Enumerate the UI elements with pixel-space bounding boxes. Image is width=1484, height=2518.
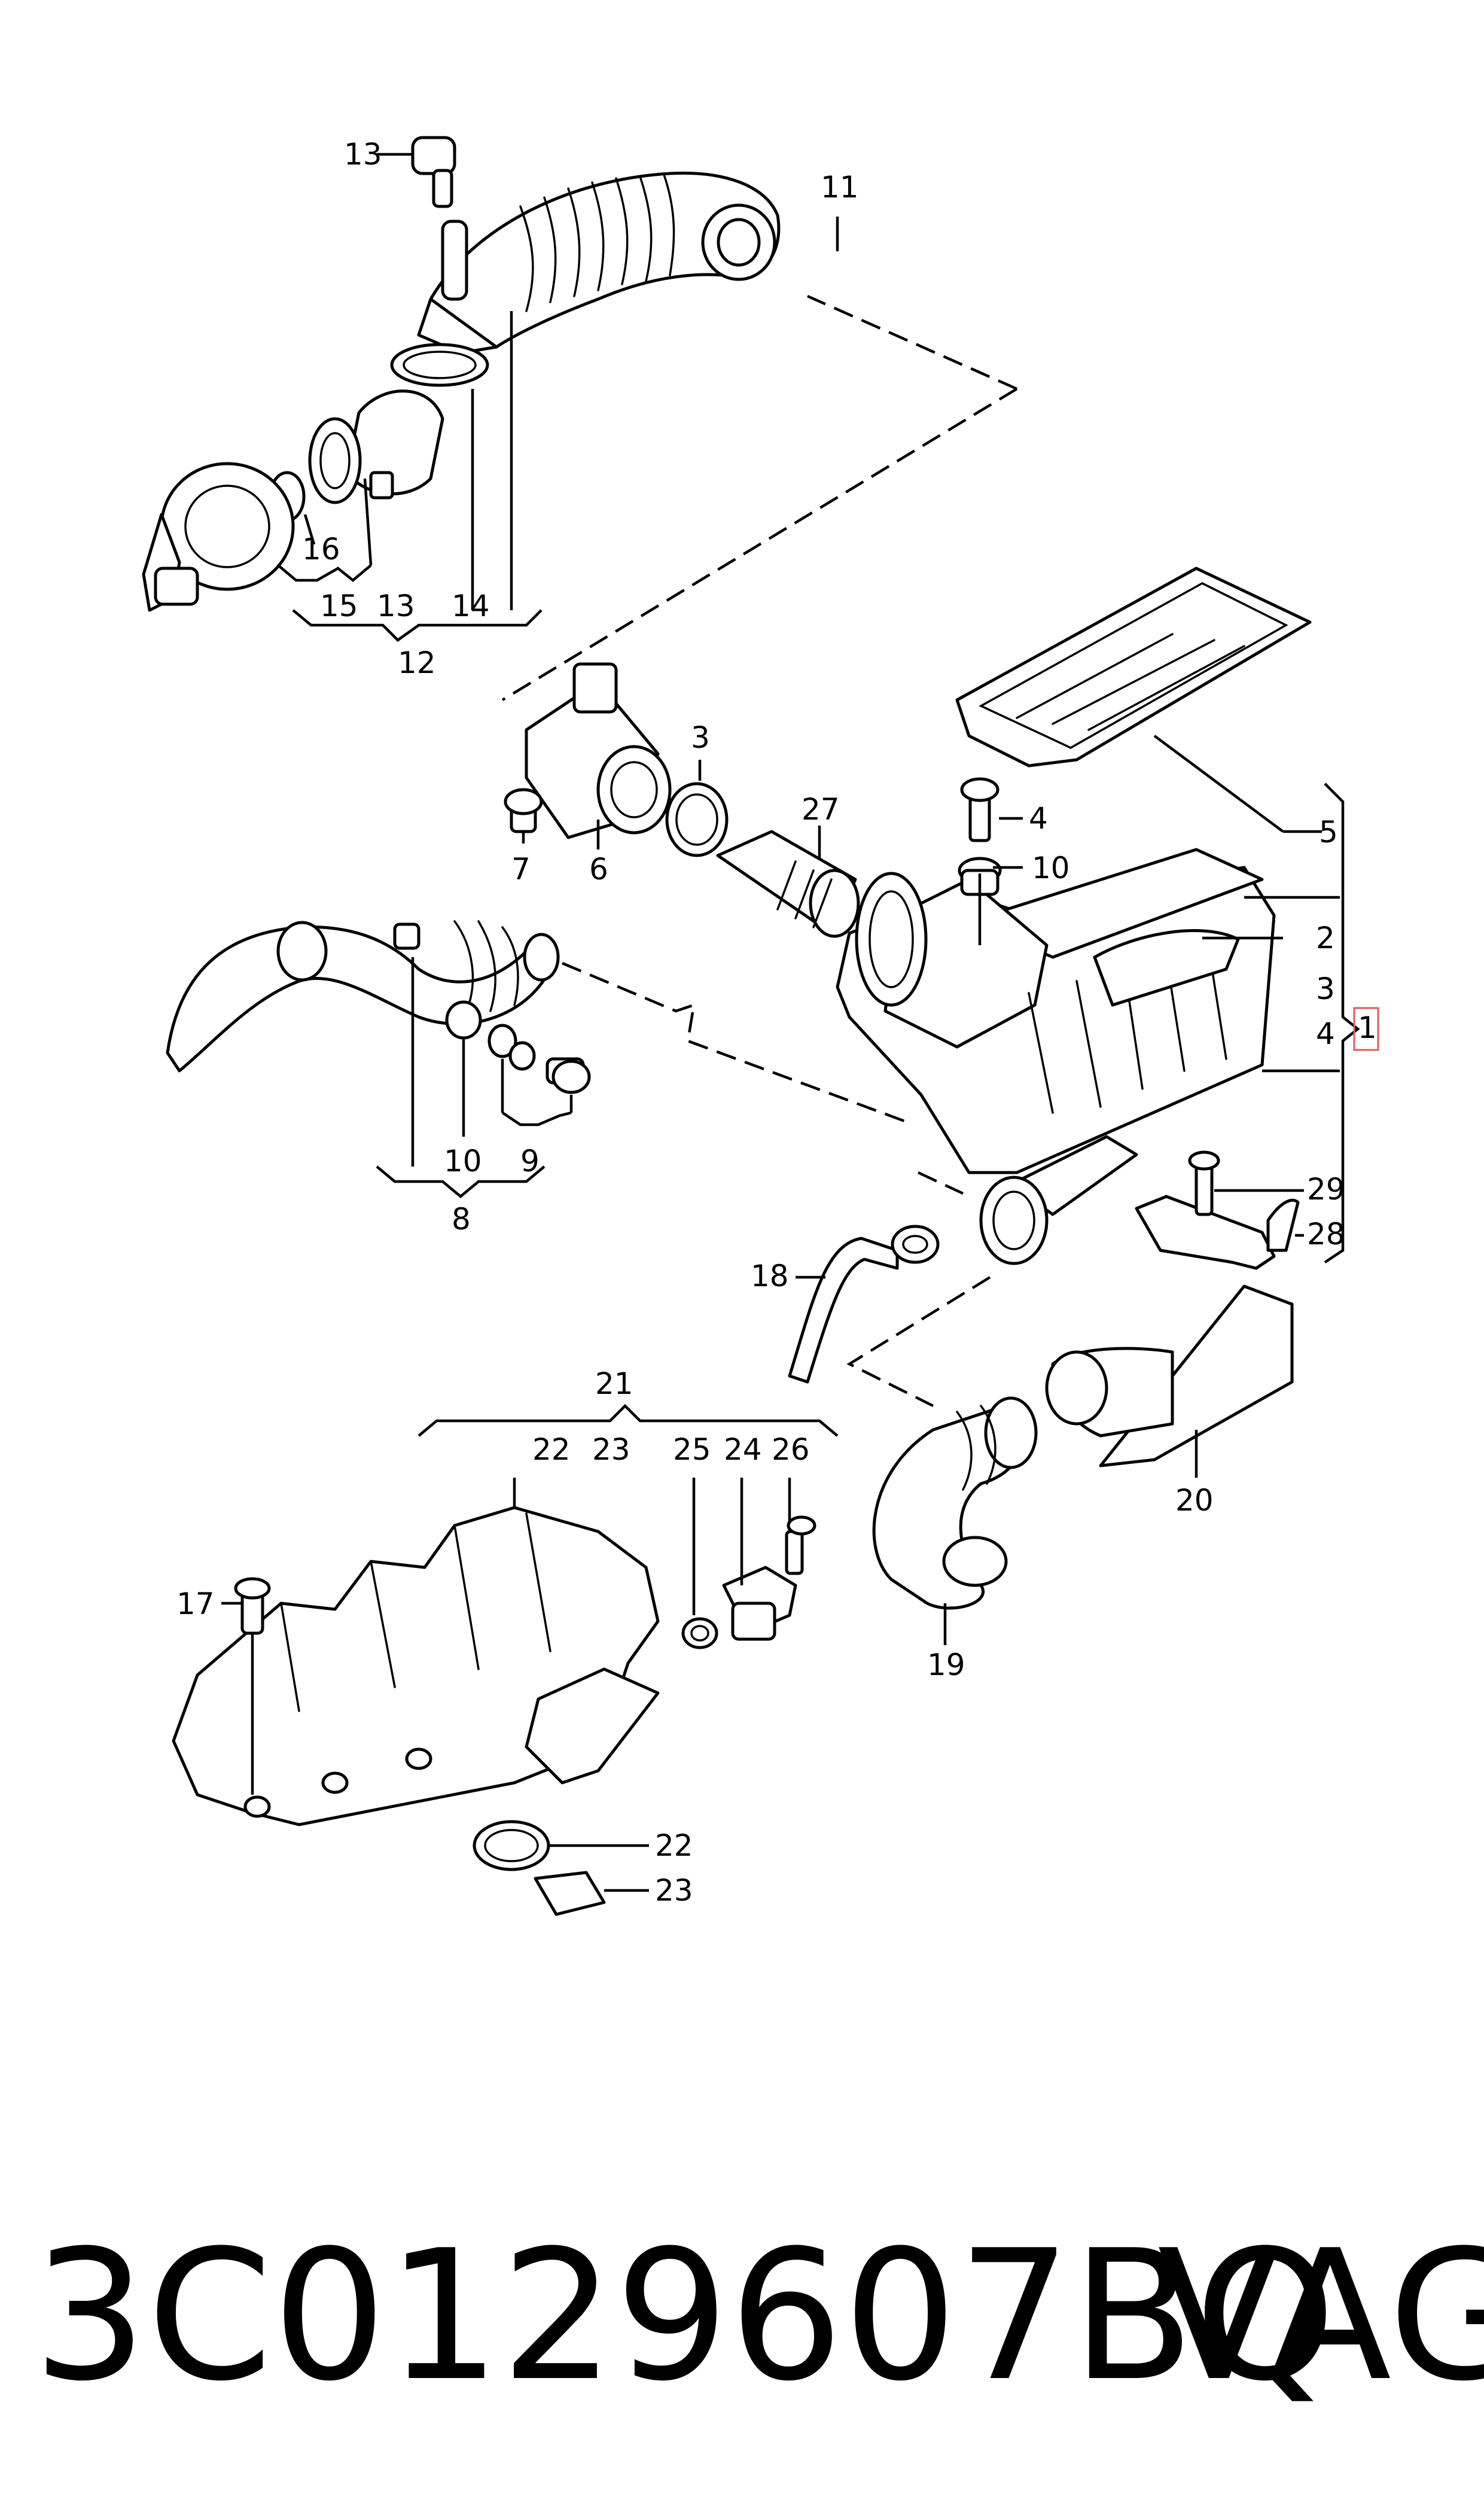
intake-hose-group (166, 920, 591, 1094)
maf-sensor-group (504, 662, 860, 938)
callout-22: 22 (532, 1432, 571, 1467)
assembly-dashed-lines (501, 294, 1018, 1408)
callout-4: 4 (1316, 1016, 1335, 1051)
caption: 3C0129607BQ VAG (33, 2212, 1484, 2420)
callout-5: 5 (1319, 815, 1338, 850)
bracket-group (1135, 1150, 1300, 1270)
callout-23: 23 (655, 1873, 693, 1908)
leader-lines (221, 153, 1360, 1892)
air-filter-box (836, 848, 1276, 1265)
turbo-pipe-assembly (142, 136, 781, 612)
callout-29: 29 (1307, 1172, 1345, 1207)
callout-12: 12 (398, 646, 436, 680)
callout-9: 9 (520, 1144, 540, 1179)
callout-3: 3 (691, 720, 710, 755)
callout-28: 28 (1307, 1217, 1345, 1252)
callout-25: 25 (673, 1432, 711, 1467)
callout-10: 10 (1032, 851, 1070, 885)
callout-7: 7 (511, 852, 531, 887)
callout-13: 13 (344, 137, 382, 172)
callout-labels: 13 11 16 15 13 14 12 3 4 5 27 10 7 6 2 3… (176, 137, 1379, 1908)
callout-1: 1 (1358, 1010, 1377, 1045)
callout-6: 6 (589, 852, 608, 887)
callout-27: 27 (802, 792, 840, 827)
callout-1-highlight (1353, 1007, 1379, 1051)
intake-elbow (1045, 1284, 1294, 1467)
brand-label: VAG (1157, 2212, 1484, 2420)
callout-2: 2 (1316, 921, 1335, 955)
callout-4: 4 (1029, 801, 1048, 836)
callout-20: 20 (1175, 1483, 1214, 1518)
callout-16: 16 (302, 532, 340, 567)
callout-15: 15 (320, 589, 358, 623)
callout-11: 11 (821, 170, 859, 205)
hose-19 (872, 1396, 1038, 1610)
air-filter-lid (955, 567, 1312, 768)
callout-18: 18 (751, 1259, 789, 1293)
callout-13: 13 (377, 589, 415, 623)
callout-3: 3 (1316, 972, 1335, 1006)
callout-19: 19 (927, 1648, 965, 1682)
callout-26: 26 (772, 1432, 810, 1467)
callout-24: 24 (724, 1432, 762, 1467)
callout-10: 10 (444, 1144, 482, 1179)
breather-hose (788, 1225, 940, 1384)
callout-8: 8 (452, 1202, 471, 1237)
part-number: 3C0129607BQ (33, 2212, 1336, 2420)
callout-17: 17 (176, 1587, 215, 1621)
callout-14: 14 (452, 589, 490, 623)
callout-21: 21 (595, 1366, 633, 1401)
callout-22: 22 (655, 1828, 693, 1863)
intake-manifold (172, 1506, 816, 1916)
callout-23: 23 (592, 1432, 630, 1467)
